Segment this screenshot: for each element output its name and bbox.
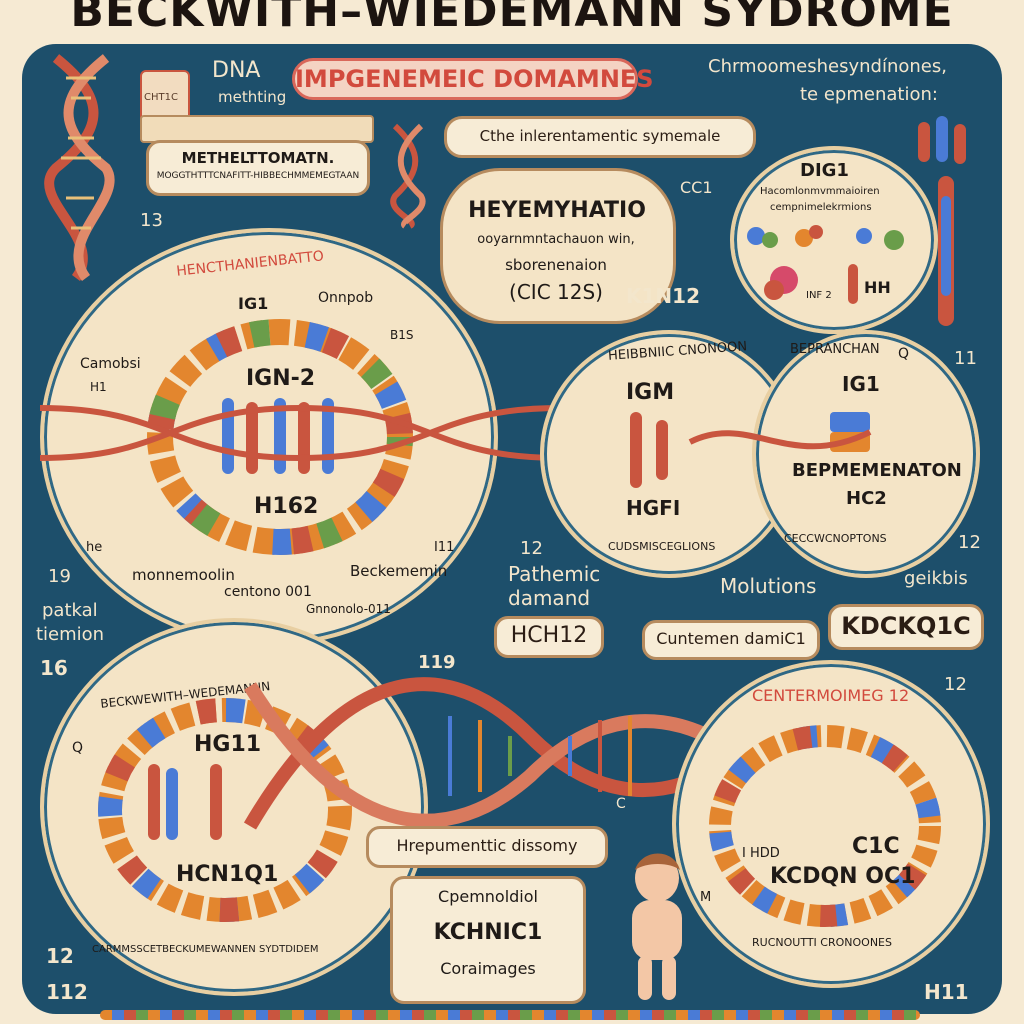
right-q: Q xyxy=(898,346,910,362)
left-he: he xyxy=(86,540,103,555)
bottom-right-bottom: RUCNOUTTI CRONOONES xyxy=(752,936,892,949)
tag-label: CHT1C xyxy=(144,92,178,103)
child-figure-icon xyxy=(632,853,682,1000)
top-right-line1: Chrmoomeshesyndínones, xyxy=(708,56,947,77)
upd-box: Hrepumenttic dissomy xyxy=(366,826,608,868)
methylation-box-title: METHELTTOMATN. xyxy=(181,149,335,167)
geikis-label: geikbis xyxy=(904,568,968,589)
top-right-circle-title: DIG1 xyxy=(800,160,849,181)
num-12-c: 12 xyxy=(944,674,967,695)
footer-h11: H11 xyxy=(924,980,969,1004)
right-line2: HC2 xyxy=(846,488,887,509)
kchnic1-line1: Cpemnoldiol xyxy=(438,887,538,906)
bottom-right-circle xyxy=(672,660,990,988)
footer-num-12: 12 xyxy=(46,944,74,968)
protein-cluster-icon xyxy=(747,225,904,304)
left-ign2: IGN-2 xyxy=(246,366,316,391)
left-gnnonolo: Gnnonolo-011 xyxy=(306,602,391,616)
hh-label: HH xyxy=(864,278,891,297)
molutions-label: Molutions xyxy=(720,574,817,598)
middle-bottom: CUDSMISCEGLIONS xyxy=(608,540,716,553)
hch12-box: HCH12 xyxy=(494,616,604,658)
inf2-label: INF 2 xyxy=(806,290,832,301)
left-onnpob: Onnpob xyxy=(318,290,374,306)
bubble-line3: (CIC 12S) xyxy=(509,280,603,304)
chromosome-icon xyxy=(918,116,966,326)
num-11: 11 xyxy=(954,348,977,369)
left-h162: H162 xyxy=(254,494,319,519)
middle-igm: IGM xyxy=(626,380,675,405)
num-16: 16 xyxy=(40,656,68,680)
num-119: 119 xyxy=(418,652,456,673)
methylation-box: METHELTTOMATN. MOGGTHTTTCNAFITT-HIBBECHM… xyxy=(146,140,370,196)
bubble-line2: sborenenaion xyxy=(505,256,607,274)
num-19: 19 xyxy=(48,566,71,587)
kin12-label: K1N12 xyxy=(626,284,700,308)
kchnic1-line2: KCHNIC1 xyxy=(433,920,543,945)
top-right-line2: te epmenation: xyxy=(800,84,938,105)
bottom-right-arc: CENTERMOIMEG 12 xyxy=(752,686,910,705)
middle-hgfi: HGFI xyxy=(626,496,681,520)
right-line1: BEPMEMENATON xyxy=(792,460,962,481)
kchnic1-box: Cpemnoldiol KCHNIC1 Coraimages xyxy=(390,876,586,1004)
left-i11: I11 xyxy=(434,540,455,555)
bottom-left-hg11: HG11 xyxy=(194,732,262,757)
gene-bars-bottom-left xyxy=(148,764,222,840)
center-banner: Cthe inlerentamentic symemale xyxy=(444,116,756,158)
tiemion-label: tiemion xyxy=(36,624,105,645)
bottom-left-bottom: CARMMSSCETBECKUMEWANNEN SYDTDIDEM xyxy=(92,944,319,955)
speech-bubble xyxy=(440,168,676,324)
page-title: BECKWITH–WIEDEMANN SYDROME xyxy=(70,0,954,37)
bubble-line1: ooyarnmntachauon win, xyxy=(477,232,635,247)
footer-num-112: 112 xyxy=(46,980,88,1004)
kdckq1c-box: KDCKQ1C xyxy=(828,604,984,650)
left-centono: centono 001 xyxy=(224,584,312,600)
left-circle xyxy=(40,228,498,646)
left-h1: H1 xyxy=(90,380,107,394)
top-right-circle-line2: cempnimelekrmions xyxy=(770,202,872,213)
num-12-b: 12 xyxy=(958,532,981,553)
right-circle xyxy=(752,330,980,578)
right-ig1: IG1 xyxy=(842,372,880,396)
bottom-bead-strip xyxy=(100,1010,920,1020)
kchnic1-line3: Coraimages xyxy=(440,959,536,978)
bottom-right-c1c: C1C xyxy=(852,834,900,859)
num-12-a: 12 xyxy=(520,538,543,559)
bottom-right-m: M xyxy=(700,890,712,905)
nucleosome-ring-bottom-right xyxy=(709,725,941,927)
imprinting-pill: IMPGENEMEIC DOMAMNES xyxy=(292,58,654,100)
dna-sublabel: methting xyxy=(218,88,287,106)
pathemic-label: Pathemic xyxy=(508,562,601,586)
right-bottom: CECCWCNOPTONS xyxy=(784,532,887,545)
dna-helix-icon xyxy=(44,54,115,281)
methylation-box-sub: MOGGTHTTTCNAFITT-HIBBECHMMEMEGTAAN xyxy=(156,171,360,181)
bottom-right-kcdqn: KCDQN OC1 xyxy=(770,864,916,889)
cuntemen-box: Cuntemen damiC1 xyxy=(642,620,820,660)
cc1-label: CC1 xyxy=(680,178,713,197)
bottom-left-q: Q xyxy=(72,740,84,756)
left-b13: B1S xyxy=(390,328,414,342)
bottom-left-hcn1q1: HCN1Q1 xyxy=(176,862,279,887)
bottom-right-lid: I HDD xyxy=(742,846,780,861)
right-arc: BEPRANCHAN xyxy=(790,342,880,357)
nucleosome-ring-bottom-left xyxy=(98,698,352,922)
dna-helix-small-icon xyxy=(390,123,426,229)
left-ig1: IG1 xyxy=(238,294,269,313)
bubble-title: HEYEMYHATIO xyxy=(468,198,646,223)
left-beckememin: Beckememin xyxy=(350,562,448,580)
gene-bars-middle xyxy=(630,412,872,488)
left-camobsi: Camobsi xyxy=(80,356,141,372)
dna-label: DNA xyxy=(212,58,261,83)
c-label: C xyxy=(616,796,626,812)
damand-label: damand xyxy=(508,586,591,610)
top-right-circle-line1: Hacomlonmvmmaioiren xyxy=(760,186,880,197)
methylation-bar xyxy=(140,115,374,143)
left-monnemoolin: monnemoolin xyxy=(132,566,235,584)
patkal-label: patkal xyxy=(42,600,98,621)
num-13: 13 xyxy=(140,210,163,231)
dna-strand-left xyxy=(39,404,561,462)
